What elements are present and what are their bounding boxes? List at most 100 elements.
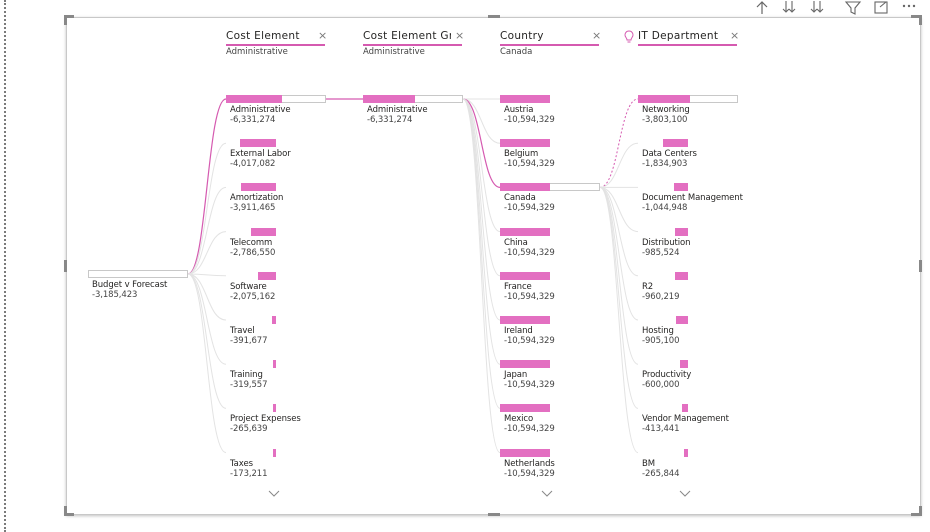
node-label: Data Centers: [642, 149, 697, 160]
node-label: Telecomm: [230, 237, 273, 248]
resize-handle-bottom-left[interactable]: [64, 513, 74, 516]
node-bar: [226, 95, 282, 103]
resize-handle-bottom-right-v[interactable]: [919, 506, 922, 516]
resize-handle-right[interactable]: [919, 260, 922, 272]
node-bar: [251, 227, 276, 236]
level-header-country[interactable]: Country × Canada: [500, 29, 602, 58]
node-label: China: [504, 237, 528, 248]
resize-handle-top[interactable]: [488, 15, 500, 18]
resize-handle-top-left[interactable]: [64, 15, 74, 18]
resize-handle-bottom[interactable]: [488, 513, 500, 516]
node-label: Software: [230, 281, 267, 292]
node-value: -10,594,329: [504, 336, 555, 346]
node-value: -265,639: [230, 424, 268, 435]
node-bar: [638, 95, 690, 103]
node-label: Distribution: [642, 237, 691, 248]
node-bar: [258, 271, 276, 280]
level-underline: [638, 44, 737, 46]
node-bar: [500, 271, 550, 280]
node-label: Travel: [230, 326, 255, 336]
resize-handle-top-right[interactable]: [911, 15, 921, 18]
page-left-border: [4, 0, 6, 532]
chevron-down-icon[interactable]: [679, 490, 691, 498]
expand-all-down-icon[interactable]: [782, 1, 796, 13]
resize-handle-top-right-v[interactable]: [919, 15, 922, 25]
node-bar: [241, 183, 276, 192]
node-value: -905,100: [642, 336, 680, 346]
node-value: -3,185,423: [92, 290, 138, 300]
node-label: Budget v Forecast: [92, 280, 168, 290]
node-value: -10,594,329: [504, 468, 555, 479]
node-label: R2: [642, 281, 654, 292]
resize-handle-bottom-right[interactable]: [911, 513, 921, 516]
node-value: -10,594,329: [504, 203, 555, 214]
lightbulb-icon: [624, 30, 634, 43]
node-value: -391,677: [230, 336, 268, 346]
drill-up-icon[interactable]: [756, 1, 768, 14]
node-bar: [500, 227, 550, 236]
node-bar: [240, 139, 276, 148]
node-bar: [273, 448, 276, 457]
resize-handle-left[interactable]: [64, 260, 67, 272]
node-value: -960,219: [642, 291, 680, 302]
node-bar: [500, 448, 550, 457]
close-icon[interactable]: ×: [455, 29, 465, 42]
resize-handle-bottom-left-v[interactable]: [64, 506, 67, 516]
resize-handle-top-left-v[interactable]: [64, 15, 67, 25]
level-header-cost-element[interactable]: Cost Element × Administrative: [226, 29, 328, 58]
node-bar: [684, 448, 688, 457]
node-label: Japan: [504, 370, 528, 381]
node-label: Ireland: [504, 326, 533, 336]
node-bar: [500, 139, 550, 148]
node-value: -10,594,329: [504, 380, 555, 391]
node-label: Canada: [504, 193, 536, 204]
node-value: -10,594,329: [504, 247, 555, 258]
node-label: Hosting: [642, 326, 674, 336]
node-bar: [272, 316, 276, 324]
node-bar: [500, 360, 550, 369]
node-value: -6,331,274: [230, 115, 276, 125]
node-label: Austria: [504, 105, 534, 115]
focus-mode-icon[interactable]: [874, 1, 888, 14]
level-selected-value: Administrative: [226, 47, 288, 57]
node-value: -2,075,162: [230, 291, 276, 302]
node-label: Training: [230, 370, 263, 381]
decomposition-tree-visual[interactable]: [66, 17, 921, 515]
level-title: IT Department: [638, 30, 719, 42]
chevron-down-icon[interactable]: [268, 490, 280, 498]
node-bar: [675, 227, 688, 236]
level-title: Country: [500, 30, 544, 42]
close-icon[interactable]: ×: [318, 29, 328, 42]
node-label: BM: [642, 458, 655, 469]
node-bar: [500, 183, 550, 192]
node-label: Administrative: [230, 105, 291, 115]
filter-icon[interactable]: [844, 1, 862, 15]
node-value: -4,017,082: [230, 159, 276, 170]
node-label: Mexico: [504, 414, 534, 425]
node-value: -10,594,329: [504, 159, 555, 170]
level-header-it-department[interactable]: IT Department ×: [624, 29, 740, 58]
node-bar: [676, 316, 688, 324]
node-value: -3,911,465: [230, 203, 276, 214]
node-label: Productivity: [642, 370, 692, 381]
visual-header-toolbar: [752, 0, 922, 15]
level-underline: [363, 44, 462, 46]
node-bar: [500, 316, 550, 324]
node-label: Belgium: [504, 149, 539, 160]
node-value: -3,803,100: [642, 115, 688, 125]
node-label: Amortization: [230, 193, 284, 204]
close-icon[interactable]: ×: [592, 29, 602, 42]
node-value: -6,331,274: [367, 115, 413, 125]
level-header-cost-element-group[interactable]: Cost Element Gr... × Administrative: [363, 29, 465, 58]
node-label: Document Management: [642, 193, 743, 204]
node-value: -1,044,948: [642, 203, 688, 214]
chevron-down-icon[interactable]: [541, 490, 553, 498]
node-value: -173,211: [230, 468, 268, 479]
drill-down-icon[interactable]: [810, 1, 824, 13]
level-title: Cost Element: [226, 30, 300, 42]
node-bar: [680, 360, 688, 369]
node-bar: [500, 95, 550, 103]
more-options-icon[interactable]: [902, 4, 916, 8]
close-icon[interactable]: ×: [730, 29, 740, 42]
